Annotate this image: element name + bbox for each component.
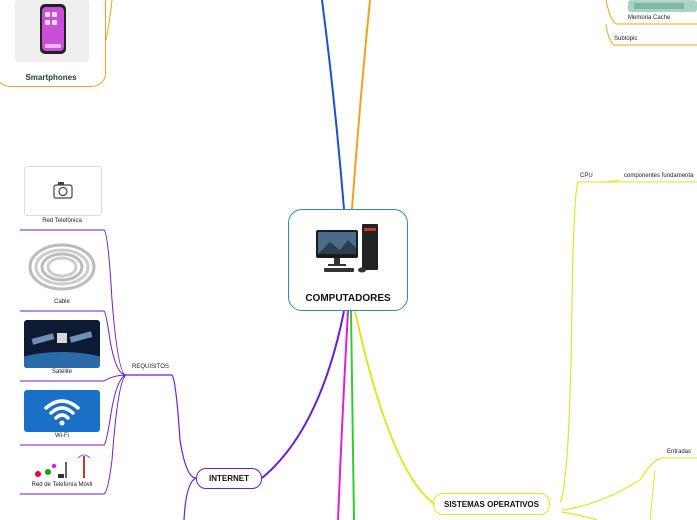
entradas-label[interactable]: Entradas [667, 449, 692, 455]
memoria-cache-label[interactable]: Memoria Cache [628, 15, 671, 21]
satelite-label[interactable]: Satélite [51, 369, 72, 375]
connector-blue [321, 0, 345, 210]
center-node[interactable]: COMPUTADORES [288, 209, 408, 311]
connector-green [350, 310, 355, 520]
smartphone-image [15, 0, 89, 62]
cable-label[interactable]: Cable [54, 299, 70, 305]
wifi-icon [44, 399, 80, 426]
wifi-image [24, 390, 100, 432]
connector-orange [351, 0, 371, 210]
cable-image [24, 238, 100, 296]
sistemas-operativos-node[interactable]: SISTEMAS OPERATIVOS [433, 493, 550, 515]
connector-orange-smart [105, 0, 113, 41]
connector-yellow [354, 310, 434, 504]
sistemas-operativos-label: SISTEMAS OPERATIVOS [444, 499, 539, 509]
red-movil-label[interactable]: Red de Telefonía Móvil [31, 482, 93, 488]
smartphones-node[interactable]: Smartphones [0, 0, 106, 87]
wifi-label[interactable]: Wi-Fi [55, 433, 69, 439]
red-telefonica-image [24, 166, 102, 216]
desktop-computer-icon [316, 224, 378, 273]
connector-yellow-cpu [559, 181, 579, 504]
camera-icon [53, 182, 73, 199]
smartphone-icon [40, 4, 66, 54]
satellite-icon [24, 331, 100, 368]
red-movil-image [24, 452, 100, 480]
cell-tower-icon [35, 454, 91, 478]
connector-purple [261, 310, 345, 479]
cpu-label[interactable]: CPU [580, 173, 593, 179]
smartphones-label: Smartphones [25, 73, 77, 82]
red-telefonica-label[interactable]: Red Telefónica [42, 218, 82, 224]
memoria-cache-image [628, 0, 697, 12]
connector-yellow-entradas [561, 457, 663, 511]
cable-coil-icon [28, 243, 96, 291]
center-title: COMPUTADORES [305, 293, 391, 304]
connector-internet-requisitos [171, 374, 197, 479]
satelite-image [24, 320, 100, 368]
connector-magenta [337, 310, 349, 520]
componentes-label[interactable]: componentes fundamenta [624, 173, 694, 179]
internet-node[interactable]: INTERNET [196, 468, 262, 489]
subtopic-label[interactable]: Subtopic [614, 36, 638, 42]
internet-label: INTERNET [209, 474, 249, 483]
requisitos-label[interactable]: REQUISITOS [132, 364, 169, 370]
